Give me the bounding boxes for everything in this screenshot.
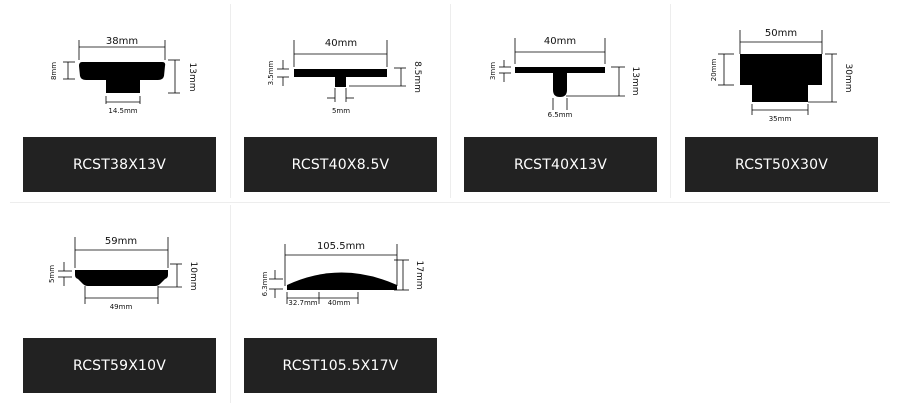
- divider: [450, 4, 451, 198]
- product-card-rcst38x13v[interactable]: 38mm 13mm 8mm 14.5mm RCST38X13V: [10, 0, 228, 200]
- width-label: 40mm: [325, 38, 357, 49]
- flange-label: 3.5mm: [267, 60, 275, 85]
- flange-label: 8mm: [50, 62, 58, 80]
- base-left-label: 32.7mm: [288, 299, 317, 307]
- stem-label: 35mm: [769, 115, 792, 123]
- profile-drawing: 40mm 8.5mm 3.5mm 5mm: [267, 38, 422, 115]
- height-label: 13mm: [187, 63, 197, 92]
- height-label: 17mm: [414, 261, 424, 290]
- height-label: 13mm: [630, 67, 640, 96]
- height-label: 8.5mm: [412, 61, 422, 93]
- divider: [10, 202, 890, 203]
- profile-drawing: 50mm 30mm 20mm 35mm: [710, 28, 853, 123]
- height-label: 10mm: [188, 262, 198, 291]
- width-label: 40mm: [544, 36, 576, 47]
- product-card-rcst50x30v[interactable]: 50mm 30mm 20mm 35mm RCST50X30V: [672, 0, 890, 200]
- product-code-label[interactable]: RCST40X13V: [464, 137, 657, 192]
- divider: [670, 4, 671, 198]
- profile-drawing: 59mm 10mm 5mm 49mm: [48, 236, 198, 311]
- stem-label: 49mm: [110, 303, 133, 311]
- width-label: 59mm: [105, 236, 137, 247]
- stem-label: 14.5mm: [108, 107, 137, 115]
- flange-label: 6.3mm: [261, 271, 269, 296]
- width-label: 50mm: [765, 28, 797, 39]
- profile-drawing: 38mm 13mm 8mm 14.5mm: [50, 36, 197, 115]
- divider: [230, 4, 231, 198]
- product-code-label[interactable]: RCST40X8.5V: [244, 137, 437, 192]
- product-card-rcst105-5x17v[interactable]: 105.5mm 17mm 6.3mm 32.7mm 40mm RCST105.5…: [231, 204, 449, 404]
- width-label: 38mm: [106, 36, 138, 47]
- flange-label: 3mm: [489, 62, 497, 80]
- product-card-rcst40x8-5v[interactable]: 40mm 8.5mm 3.5mm 5mm RCST40X8.5V: [231, 0, 449, 200]
- profile-drawing: 40mm 13mm 3mm 6.5mm: [489, 36, 640, 119]
- width-label: 105.5mm: [317, 241, 365, 252]
- product-card-rcst40x13v[interactable]: 40mm 13mm 3mm 6.5mm RCST40X13V: [451, 0, 669, 200]
- profile-drawing: 105.5mm 17mm 6.3mm 32.7mm 40mm: [261, 241, 424, 307]
- divider: [230, 205, 231, 403]
- product-card-rcst59x10v[interactable]: 59mm 10mm 5mm 49mm RCST59X10V: [10, 204, 228, 404]
- stem-label: 6.5mm: [548, 111, 573, 119]
- flange-label: 20mm: [710, 59, 718, 82]
- product-code-label[interactable]: RCST59X10V: [23, 338, 216, 393]
- product-code-label[interactable]: RCST105.5X17V: [244, 338, 437, 393]
- product-code-label[interactable]: RCST50X30V: [685, 137, 878, 192]
- height-label: 30mm: [843, 64, 853, 93]
- flange-label: 5mm: [48, 265, 56, 283]
- product-code-label[interactable]: RCST38X13V: [23, 137, 216, 192]
- stem-label: 5mm: [332, 107, 350, 115]
- base-mid-label: 40mm: [328, 299, 351, 307]
